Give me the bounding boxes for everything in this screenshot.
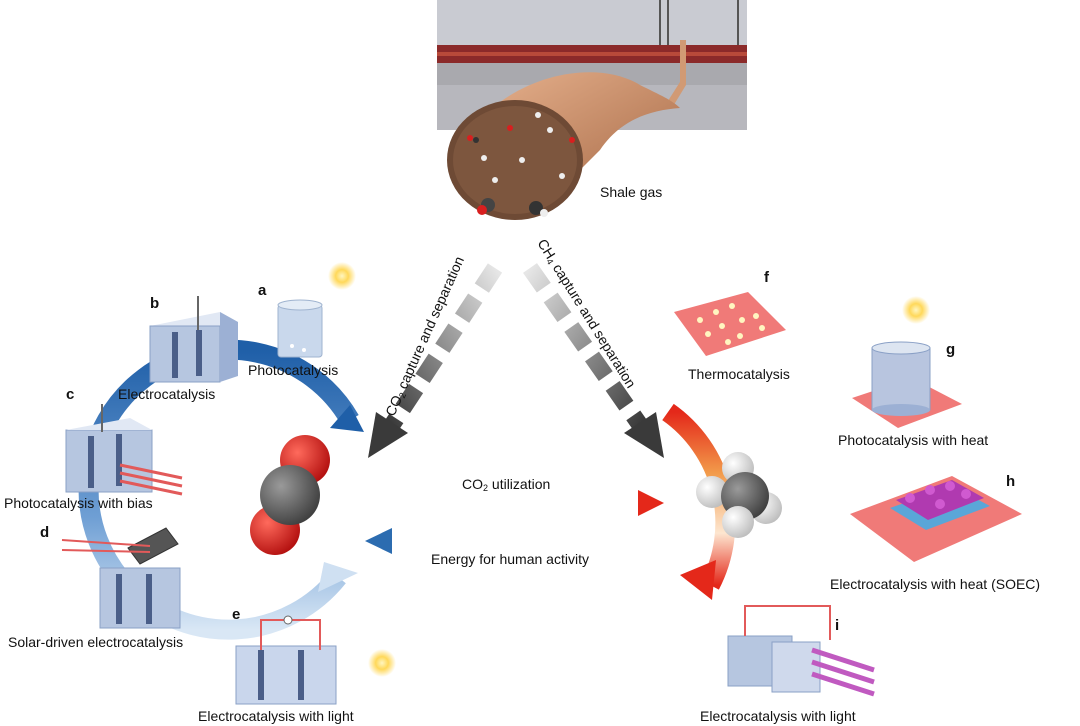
panel-label-b: Electrocatalysis xyxy=(118,386,216,402)
panel-letter-a: a xyxy=(258,282,267,299)
shale-gas-illustration xyxy=(437,0,747,220)
panel-letter-h: h xyxy=(1006,473,1016,490)
electrocatalysis-with-light-left-illustration xyxy=(235,615,337,705)
sun-icon xyxy=(328,262,356,290)
panel-label-a: Photocatalysis xyxy=(248,362,339,378)
electrocatalysis-cell-illustration xyxy=(149,296,238,383)
panel-letter-f: f xyxy=(764,269,769,286)
ch4-molecule xyxy=(696,452,782,538)
thermocatalysis-pad-illustration xyxy=(674,292,786,356)
energy-arrow xyxy=(365,528,662,554)
panel-label-g: Photocatalysis with heat xyxy=(838,432,989,448)
sun-icon xyxy=(902,296,930,324)
panel-label-i: Electrocatalysis with light xyxy=(700,708,856,724)
ch4-capture-arrow xyxy=(523,263,664,458)
photocatalysis-with-heat-illustration xyxy=(852,341,962,428)
panel-label-h: Electrocatalysis with heat (SOEC) xyxy=(830,576,1041,592)
panel-label-e: Electrocatalysis with light xyxy=(198,708,354,724)
panel-letter-d: d xyxy=(40,524,50,541)
energy-label: Energy for human activity xyxy=(431,551,589,567)
panel-letter-i: i xyxy=(835,617,840,634)
co2-utilization-arrow xyxy=(370,490,664,516)
sun-icon xyxy=(368,649,396,677)
panel-label-d: Solar-driven electrocatalysis xyxy=(8,634,184,650)
co2-molecule xyxy=(250,435,330,555)
panel-letter-e: e xyxy=(232,606,241,623)
panel-letter-b: b xyxy=(150,295,160,312)
panel-label-f: Thermocatalysis xyxy=(688,366,790,382)
co2-capture-arrow xyxy=(368,263,503,458)
solar-driven-electrocatalysis-illustration xyxy=(61,527,181,629)
photocatalysis-beaker-illustration xyxy=(277,299,323,358)
panel-label-c: Photocatalysis with bias xyxy=(4,495,153,511)
photocatalysis-with-bias-illustration xyxy=(65,404,183,496)
shale-gas-label: Shale gas xyxy=(600,184,663,200)
electrocatalysis-with-light-right-illustration xyxy=(727,605,875,697)
panel-letter-g: g xyxy=(946,341,956,358)
panel-letter-c: c xyxy=(66,386,75,403)
soec-illustration xyxy=(850,476,1022,562)
co2-utilization-label: CO2 utilization xyxy=(462,476,551,493)
